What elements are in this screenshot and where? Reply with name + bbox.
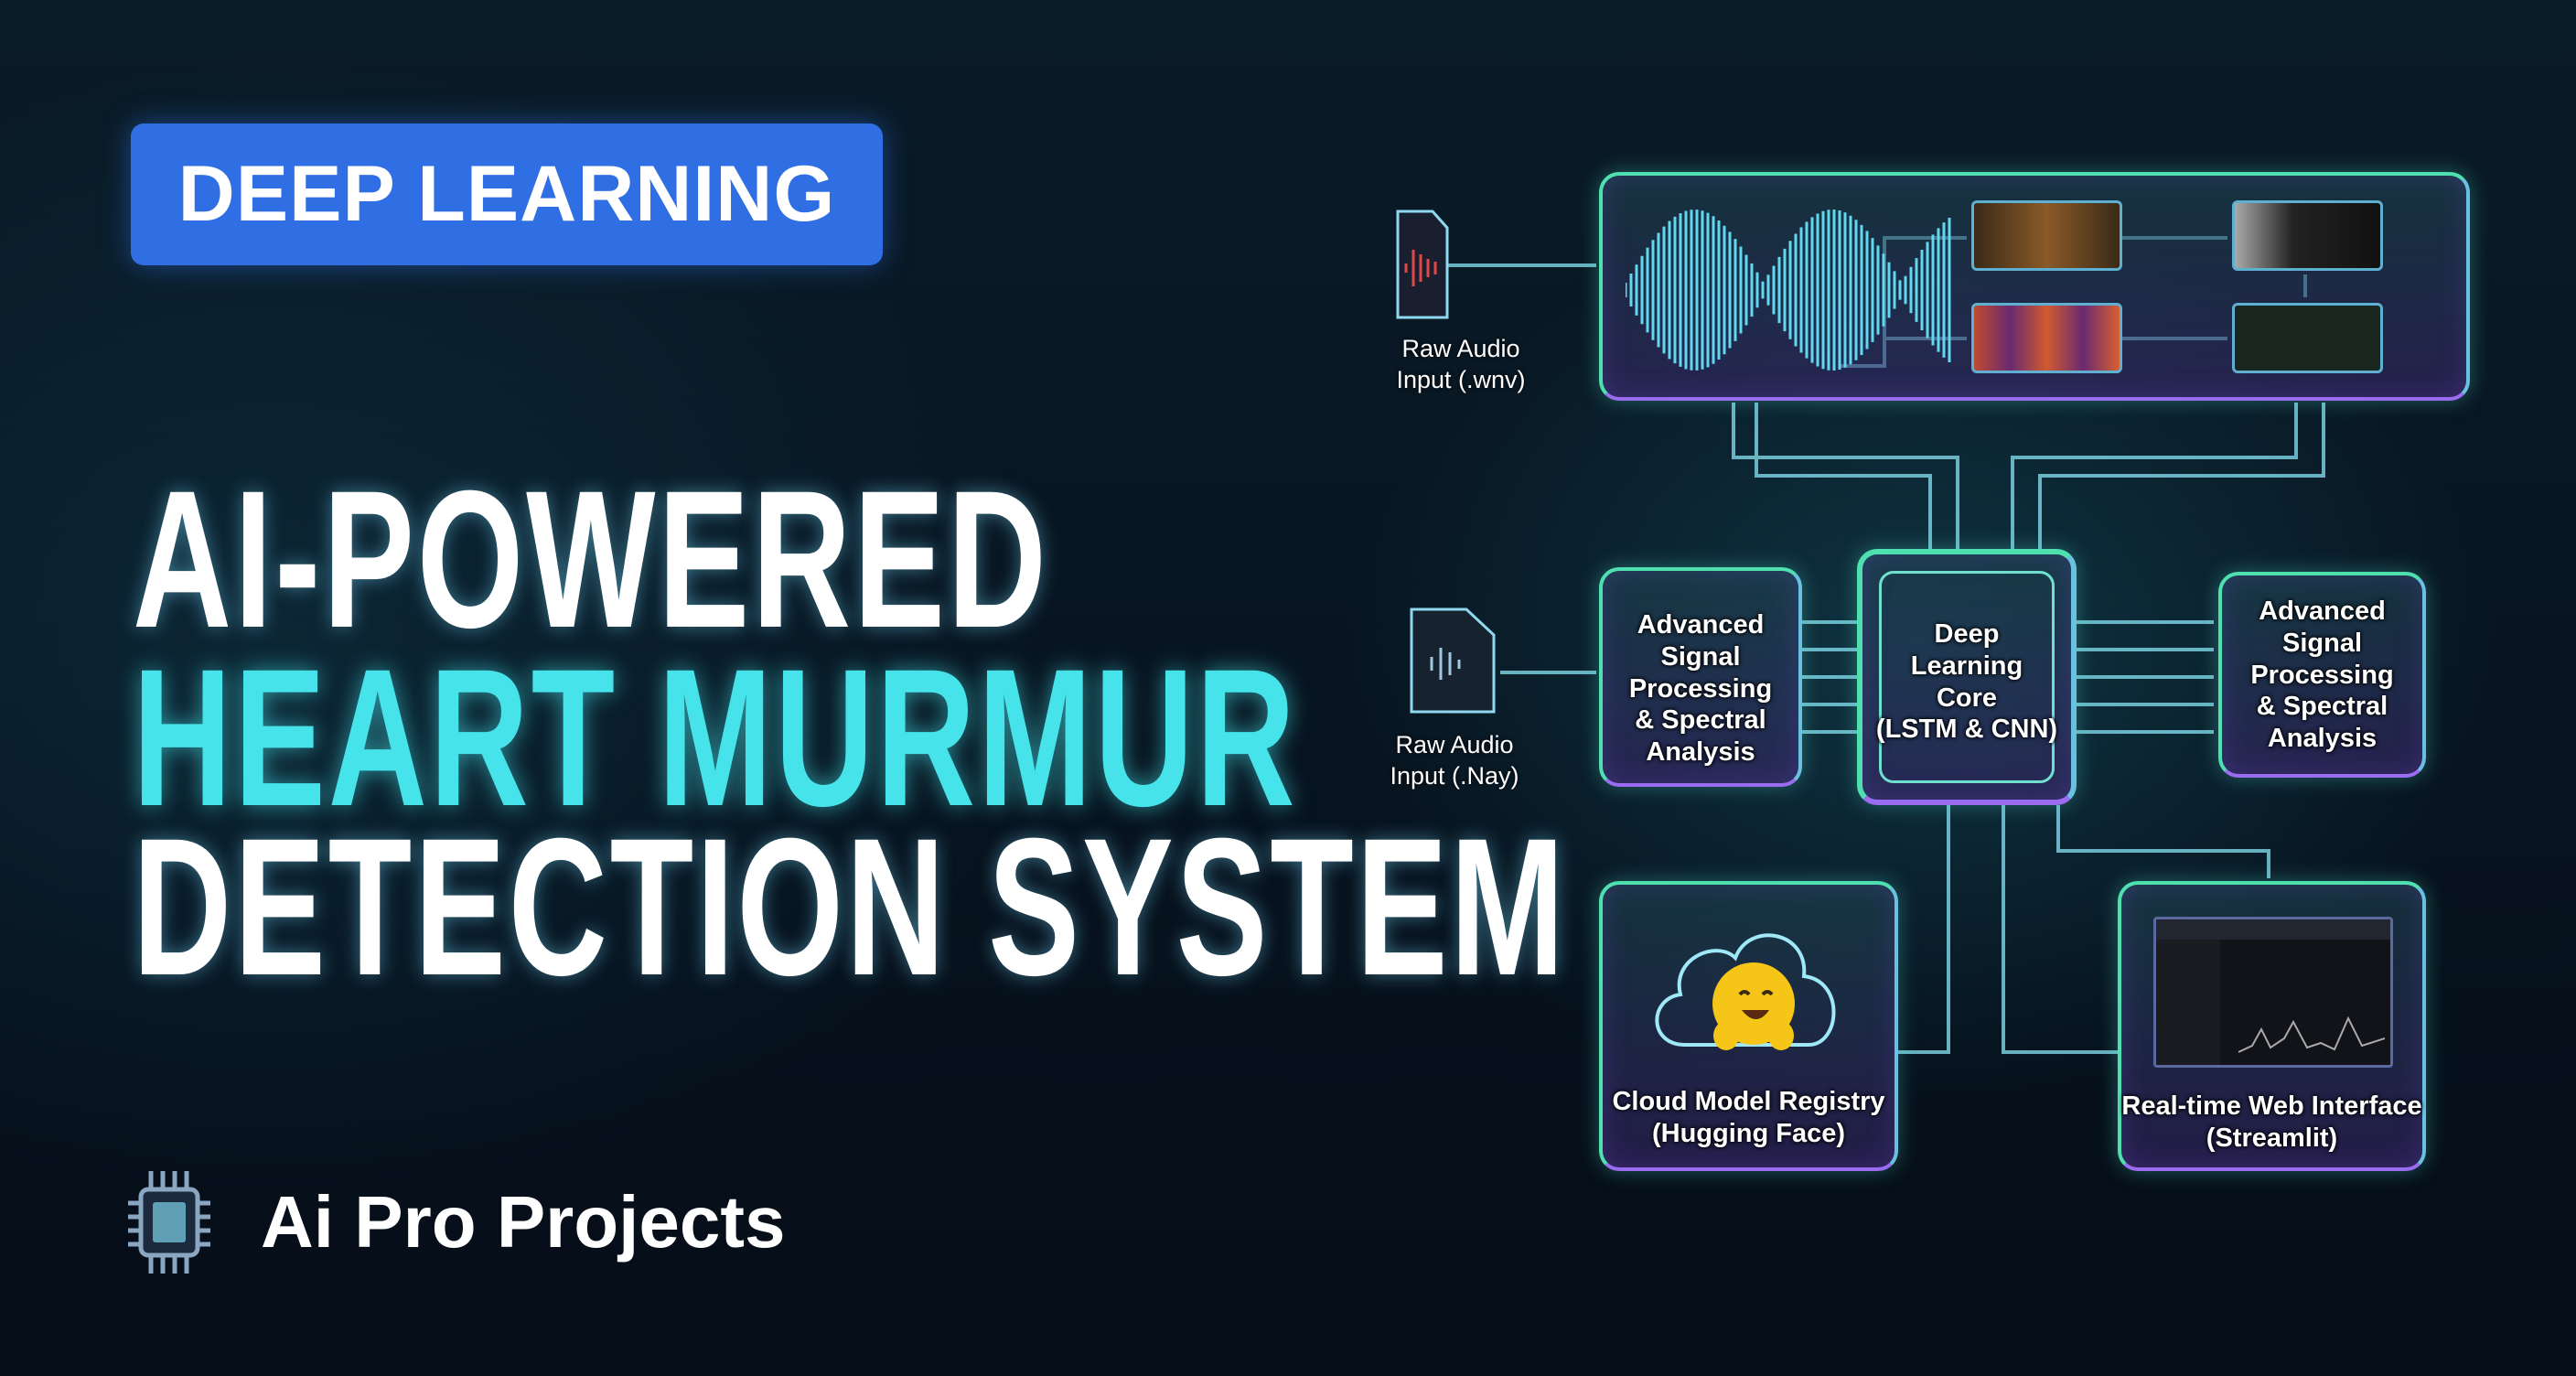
connector-core-right bbox=[2077, 620, 2214, 734]
waveform-panel bbox=[1971, 200, 2122, 271]
brand-name: Ai Pro Projects bbox=[261, 1181, 786, 1263]
title-line-3: DETECTION SYSTEM bbox=[133, 798, 1567, 1016]
chip-icon bbox=[128, 1171, 210, 1274]
cloud-model-registry-box: Cloud Model Registry(Hugging Face) bbox=[1599, 881, 1898, 1171]
connector-left-core bbox=[1802, 620, 1857, 734]
streamlit-app-preview bbox=[2153, 917, 2393, 1068]
title-line-1: AI-POWERED bbox=[133, 450, 1049, 669]
category-badge: DEEP LEARNING bbox=[131, 124, 883, 265]
hugging-face-cloud-icon bbox=[1655, 933, 1836, 1050]
connector-core-bottom bbox=[1898, 805, 2270, 1054]
title-line-2: HEART MURMUR bbox=[133, 629, 1298, 847]
preprocessing-panel bbox=[1599, 172, 2470, 401]
envelope-panel bbox=[2232, 200, 2383, 271]
waveform-icon bbox=[1626, 210, 1951, 371]
audio-file-icon bbox=[1396, 210, 1449, 319]
spectrogram-panel bbox=[1971, 303, 2122, 373]
connector-core-top bbox=[1732, 403, 2325, 549]
feature-plot-panel bbox=[2232, 303, 2383, 373]
audio-file-icon-2 bbox=[1410, 607, 1496, 714]
web-interface-box: Real-time Web Interface(Streamlit) bbox=[2118, 881, 2426, 1171]
